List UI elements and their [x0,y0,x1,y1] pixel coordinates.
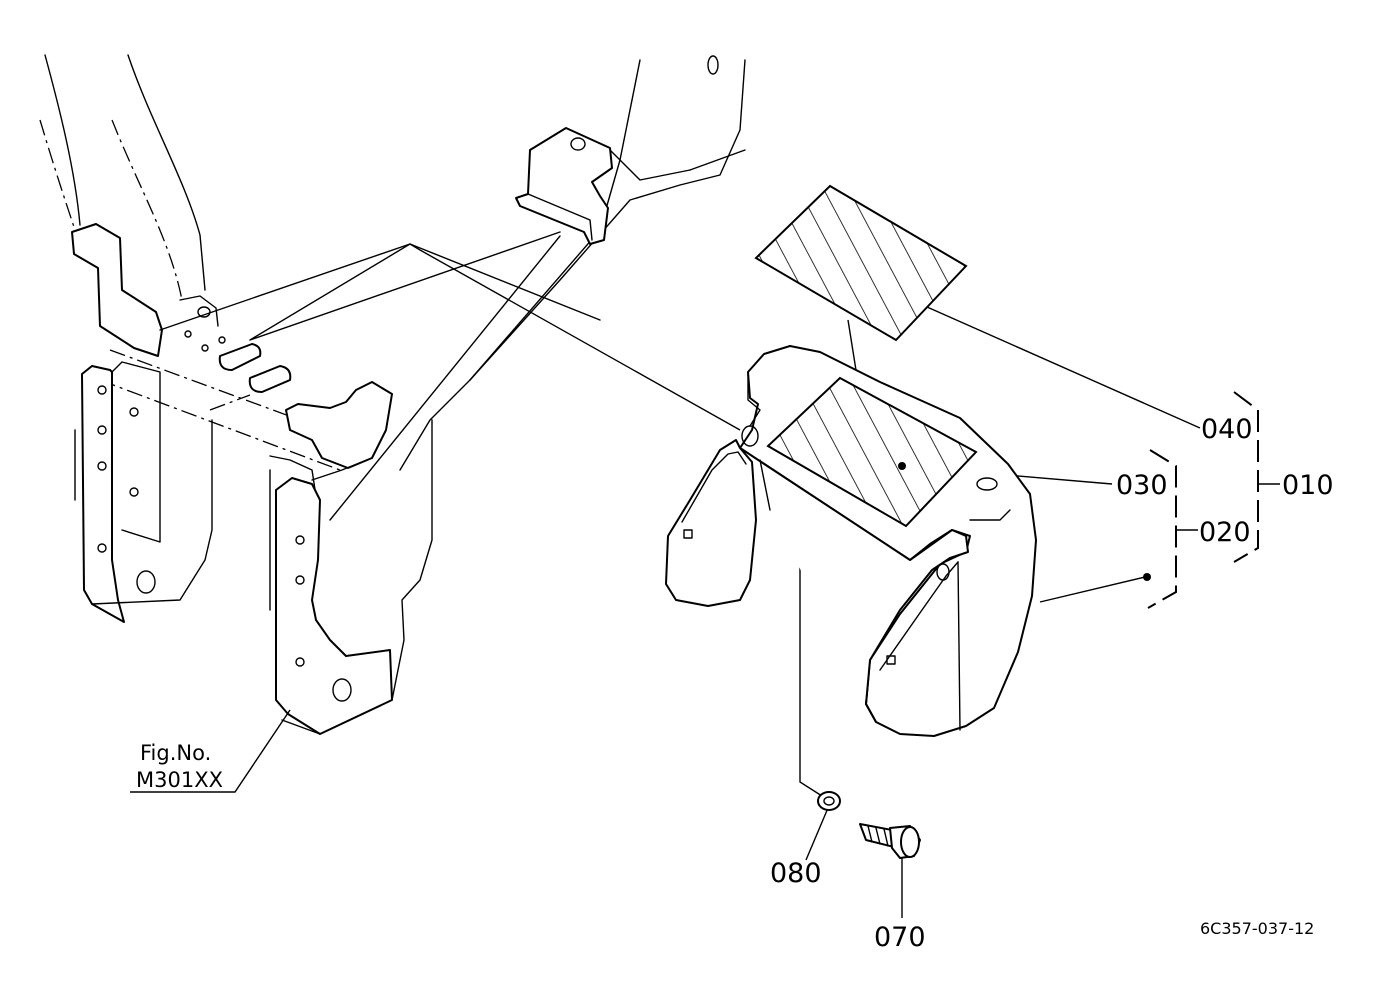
callout-070: 070 [874,922,926,953]
callout-040: 040 [1201,414,1253,445]
bolt [859,823,921,859]
figure-reference-number: M301XX [136,768,223,792]
callout-010: 010 [1282,470,1334,501]
callout-020: 020 [1199,517,1251,548]
step-leader-dot [1143,573,1151,581]
tractor-frame [39,54,746,735]
washer [817,791,841,811]
assembly-brackets [1147,391,1280,609]
callout-030: 030 [1116,470,1168,501]
drawing-code: 6C357-037-12 [1200,919,1314,938]
step-mat [766,376,978,528]
mat-leader-dot [898,462,906,470]
label-decal [754,184,968,342]
callout-080: 080 [770,858,822,889]
figure-reference-label: Fig.No. [140,741,211,765]
